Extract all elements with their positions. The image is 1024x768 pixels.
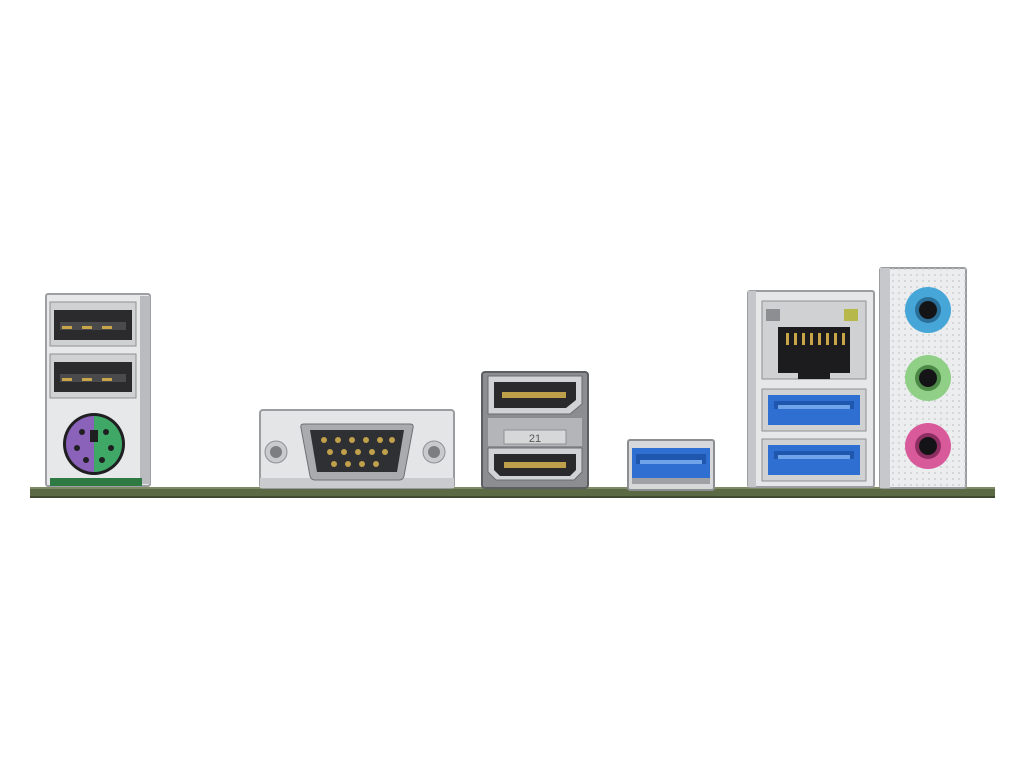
audio-jack-icon[interactable] xyxy=(905,423,951,469)
hdmi-port-icon[interactable] xyxy=(487,447,583,481)
lan-usb3-block xyxy=(746,289,878,491)
usb3-port-icon[interactable] xyxy=(761,388,867,432)
connector-id-label: 21 xyxy=(529,433,541,445)
usb3-single-block xyxy=(626,438,718,492)
screw-hole-icon xyxy=(264,440,288,464)
rj45-lan-port-icon[interactable] xyxy=(761,300,867,380)
usb2-port-icon[interactable] xyxy=(49,301,137,347)
ps2-combo-port-icon[interactable] xyxy=(63,413,125,475)
vga-port-icon[interactable] xyxy=(300,423,414,481)
displayport-icon[interactable] xyxy=(487,375,583,415)
audio-jack-icon[interactable] xyxy=(905,287,951,333)
screw-hole-icon xyxy=(422,440,446,464)
audio-block xyxy=(878,266,970,492)
usb3-port-icon[interactable] xyxy=(632,448,710,484)
dp-hdmi-block: 21 xyxy=(478,368,594,492)
audio-jack-icon[interactable] xyxy=(905,355,951,401)
usb2-port-icon[interactable] xyxy=(49,353,137,399)
vga-block xyxy=(258,408,458,492)
usb2-ps2-block xyxy=(44,292,154,490)
pcb-strip xyxy=(30,487,995,498)
usb3-port-icon[interactable] xyxy=(761,438,867,482)
